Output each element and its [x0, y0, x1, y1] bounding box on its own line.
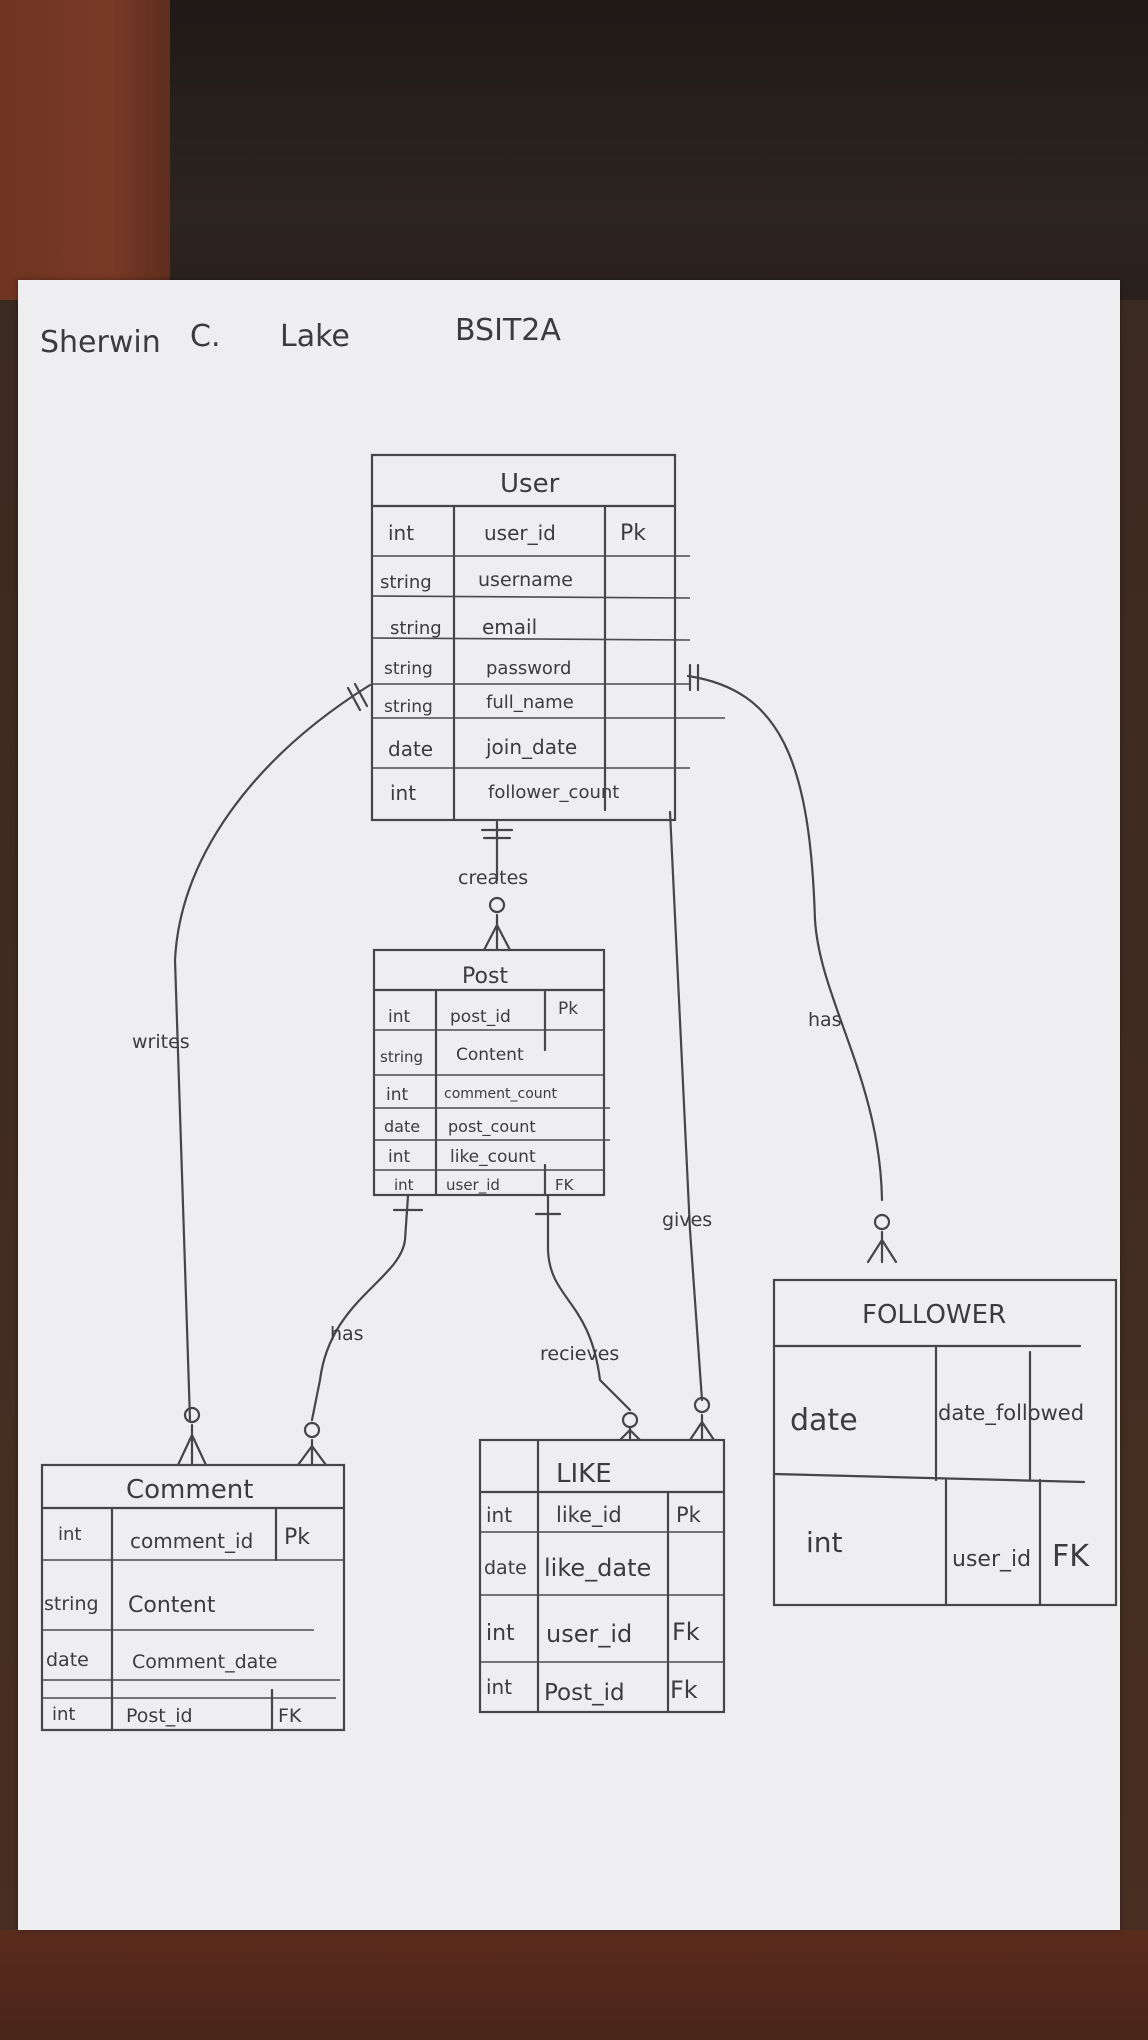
- comment-row-1-name: comment_id: [130, 1529, 253, 1553]
- entity-like: LIKE int like_id Pk date like_date int u…: [478, 1438, 726, 1714]
- label-receives: recieves: [540, 1343, 619, 1365]
- paper-sheet: [18, 280, 1120, 1930]
- user-row-1-key: Pk: [620, 521, 646, 546]
- user-row-4-name: password: [486, 658, 571, 679]
- post-row-3-name: comment_count: [444, 1086, 558, 1102]
- relationship-receives: recieves: [534, 1194, 642, 1442]
- entity-follower-title: FOLLOWER: [862, 1300, 1006, 1330]
- desk-surface: [0, 1930, 1148, 2040]
- like-row-3-name: user_id: [546, 1620, 632, 1648]
- author-middle-initial: C.: [190, 319, 220, 354]
- relationship-writes: writes: [132, 682, 372, 1467]
- comment-row-3-type: date: [46, 1649, 89, 1671]
- user-row-2-name: username: [478, 569, 573, 591]
- user-row-3-name: email: [482, 615, 537, 639]
- post-row-4-type: date: [384, 1117, 420, 1136]
- relationship-has-comment: has: [296, 1194, 424, 1467]
- post-row-2-name: Content: [456, 1045, 524, 1065]
- post-row-3-type: int: [386, 1085, 408, 1105]
- label-creates: creates: [458, 867, 528, 889]
- entity-post-box: [372, 948, 606, 1197]
- relationship-gives: gives: [662, 810, 716, 1442]
- entity-user-box: [370, 453, 677, 822]
- user-row-1-type: int: [388, 521, 414, 545]
- post-row-6-name: user_id: [446, 1176, 500, 1195]
- label-writes: writes: [132, 1031, 190, 1053]
- like-row-4-name: Post_id: [544, 1680, 625, 1706]
- like-row-1-type: int: [486, 1503, 512, 1527]
- user-row-7-type: int: [390, 781, 416, 805]
- like-row-1-key: Pk: [676, 1503, 702, 1527]
- user-row-5-type: string: [384, 697, 433, 717]
- like-row-1-name: like_id: [556, 1503, 622, 1528]
- post-row-1-name: post_id: [450, 1007, 511, 1027]
- entity-follower: FOLLOWER date date_followed int user_id …: [772, 1278, 1118, 1607]
- user-row-2-type: string: [380, 572, 432, 593]
- user-row-1-name: user_id: [484, 521, 556, 545]
- author-last-name: Lake: [280, 319, 350, 354]
- like-row-2-name: like_date: [544, 1554, 651, 1582]
- dark-background: [170, 0, 1148, 300]
- user-row-6-type: date: [388, 737, 433, 761]
- comment-row-2-name: Content: [128, 1593, 216, 1618]
- comment-row-4-type: int: [52, 1704, 75, 1725]
- entity-like-title: LIKE: [556, 1459, 612, 1489]
- follower-row-2-name: user_id: [952, 1547, 1031, 1572]
- entity-comment: Comment int comment_id Pk string Content…: [40, 1463, 346, 1732]
- user-row-7-name: follower_count: [488, 782, 619, 803]
- like-row-4-type: int: [486, 1675, 512, 1699]
- entity-like-box: [478, 1438, 726, 1714]
- follower-row-2-key: FK: [1052, 1539, 1090, 1574]
- entity-post: Post int post_id Pk string Content int c…: [372, 948, 610, 1197]
- post-row-6-type: int: [394, 1176, 414, 1194]
- author-first-name: Sherwin: [40, 325, 161, 360]
- like-row-4-key: Fk: [670, 1676, 698, 1704]
- like-row-3-key: Fk: [672, 1618, 700, 1646]
- post-row-2-type: string: [380, 1048, 423, 1066]
- comment-row-1-key: Pk: [284, 1525, 310, 1550]
- entity-post-title: Post: [462, 964, 508, 989]
- entity-user-title: User: [500, 469, 560, 499]
- user-row-3-type: string: [390, 618, 442, 639]
- like-row-3-type: int: [486, 1621, 515, 1646]
- label-has-comment: has: [330, 1323, 364, 1345]
- entity-user: User int user_id Pk string username stri…: [370, 453, 725, 822]
- label-has-follower: has: [808, 1009, 842, 1031]
- follower-row-2-type: int: [806, 1526, 843, 1559]
- user-row-5-name: full_name: [486, 692, 574, 713]
- post-row-6-key: FK: [555, 1176, 575, 1194]
- post-row-1-key: Pk: [558, 999, 578, 1019]
- post-row-5-type: int: [388, 1147, 410, 1167]
- post-row-5-name: like_count: [450, 1147, 536, 1167]
- relationship-creates: creates: [458, 820, 528, 952]
- comment-row-1-type: int: [58, 1524, 81, 1545]
- post-row-1-type: int: [388, 1007, 410, 1027]
- comment-row-3-name: Comment_date: [132, 1651, 277, 1673]
- relationship-has-follower: has: [686, 663, 898, 1264]
- user-row-6-name: join_date: [485, 735, 577, 759]
- author-section: BSIT2A: [455, 313, 561, 348]
- follower-row-1-name: date_followed: [938, 1401, 1084, 1426]
- comment-row-4-key: FK: [278, 1705, 302, 1727]
- post-row-4-name: post_count: [448, 1117, 536, 1137]
- entity-comment-title: Comment: [126, 1475, 253, 1505]
- wood-surface: [0, 0, 180, 300]
- comment-row-2-type: string: [44, 1593, 99, 1615]
- comment-row-4-name: Post_id: [126, 1705, 193, 1727]
- label-gives: gives: [662, 1209, 712, 1231]
- user-row-4-type: string: [384, 659, 433, 679]
- like-row-2-type: date: [484, 1557, 527, 1579]
- follower-row-1-type: date: [790, 1403, 858, 1438]
